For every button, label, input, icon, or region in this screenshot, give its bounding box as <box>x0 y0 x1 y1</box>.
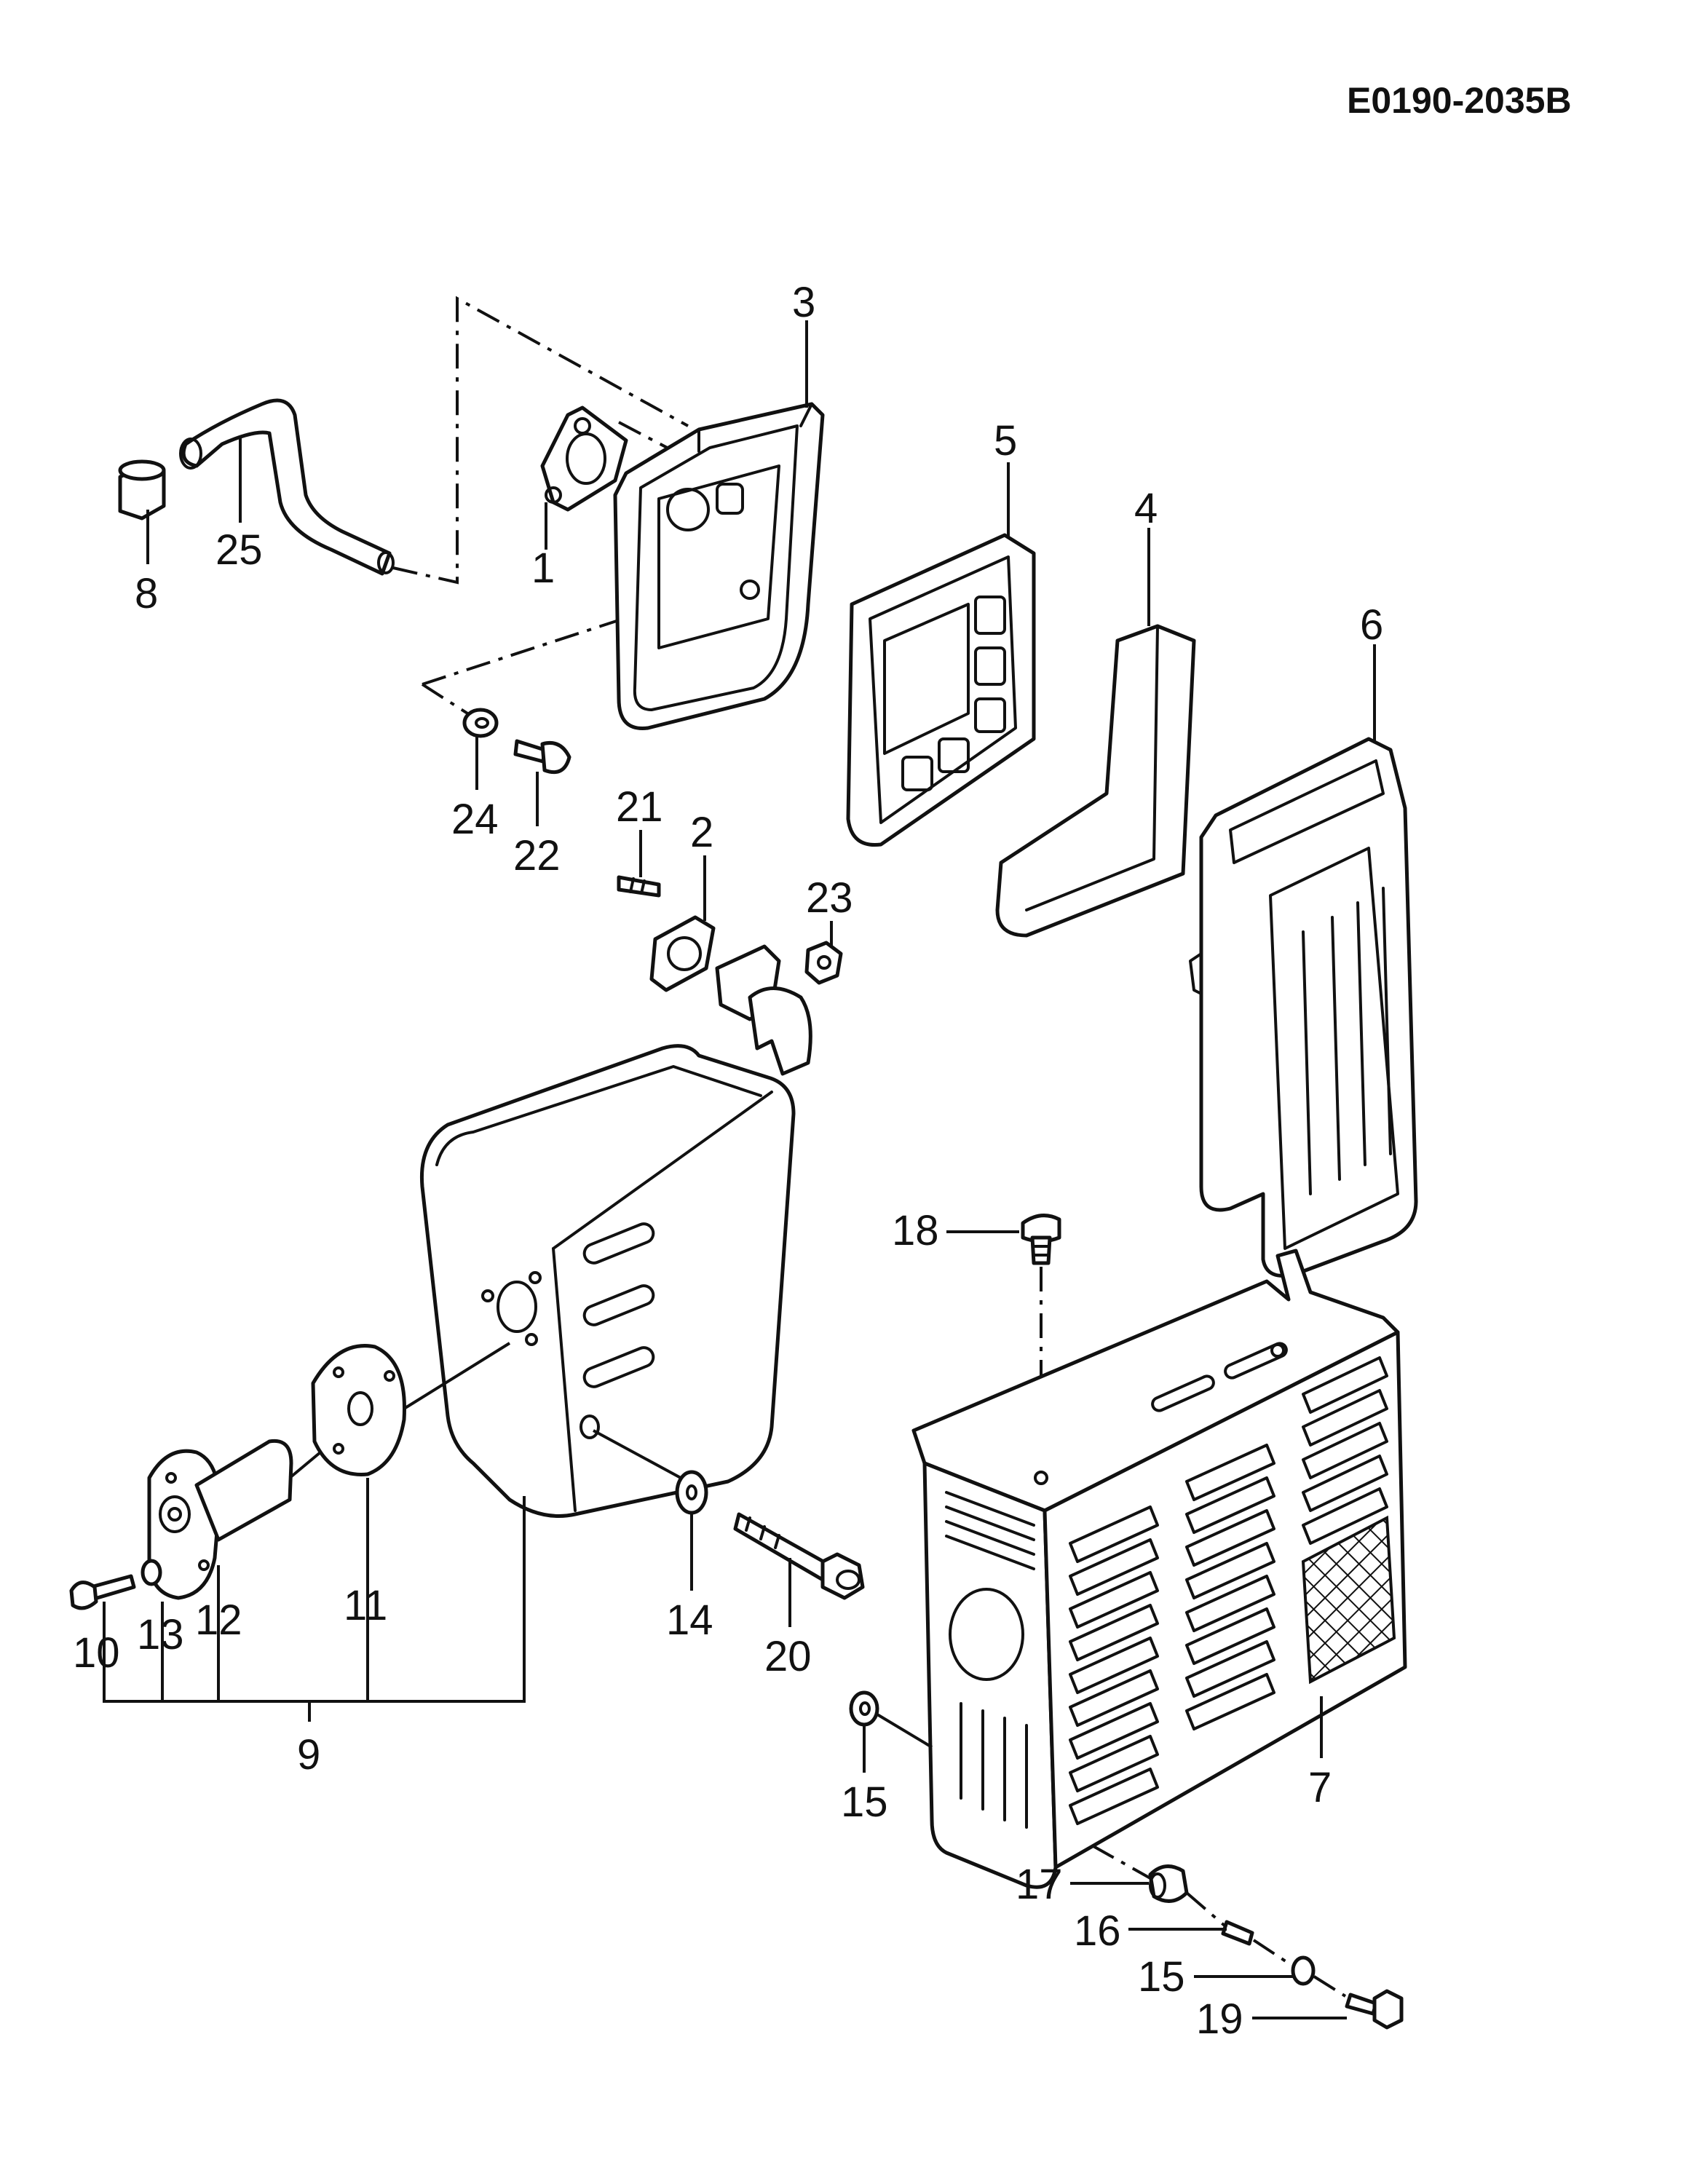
callout-21: 21 <box>616 783 663 831</box>
callout-20: 20 <box>764 1633 812 1680</box>
part-25-pipe <box>179 398 395 576</box>
part-9-muffler <box>419 944 812 1518</box>
alignment-line-pipe <box>392 296 689 585</box>
callout-13: 13 <box>137 1611 184 1658</box>
callout-18: 18 <box>892 1207 939 1254</box>
part-7-cover <box>911 1249 1407 1889</box>
callout-1: 1 <box>531 545 555 592</box>
callout-19: 19 <box>1196 1995 1243 2043</box>
part-8-cap <box>118 459 166 521</box>
part-11-gasket <box>311 1344 406 1476</box>
callout-11: 11 <box>344 1582 387 1629</box>
callout-7: 7 <box>1308 1764 1332 1811</box>
part-21-stud <box>617 875 661 898</box>
part-4-foam <box>995 624 1196 938</box>
callout-9: 9 <box>297 1731 320 1779</box>
part-1-gasket <box>540 405 628 512</box>
callout-2: 2 <box>690 809 713 856</box>
callout-10: 10 <box>73 1629 120 1677</box>
part-24-washer <box>462 708 499 738</box>
bracket-9 <box>103 1478 526 1722</box>
callout-14: 14 <box>666 1597 713 1644</box>
part-19-bolt <box>1345 1989 1404 2030</box>
part-13-washer <box>141 1559 162 1586</box>
callout-23: 23 <box>806 874 853 922</box>
callout-22: 22 <box>513 832 561 879</box>
part-18-bolt <box>1021 1214 1061 1265</box>
callout-15a: 15 <box>841 1779 888 1826</box>
leader-12-11 <box>288 1451 322 1479</box>
callout-16: 16 <box>1074 1907 1121 1955</box>
part-23-nut <box>804 941 843 985</box>
part-2-gasket <box>649 915 716 992</box>
callout-3: 3 <box>792 279 815 326</box>
leader-11-muffler <box>403 1342 511 1410</box>
part-15-washer-left <box>849 1690 879 1727</box>
part-12-outlet-pipe <box>147 1439 293 1600</box>
part-17-grommet <box>1148 1864 1189 1903</box>
part-20-bolt <box>733 1512 865 1600</box>
part-5-element-frame <box>846 533 1036 847</box>
part-3-case <box>613 402 825 730</box>
part-14-washer <box>675 1470 708 1515</box>
part-6-cover <box>1189 737 1418 1278</box>
callout-5: 5 <box>994 417 1017 464</box>
part-10-screw <box>69 1574 136 1610</box>
callout-6: 6 <box>1360 601 1383 649</box>
callout-12: 12 <box>195 1597 242 1644</box>
callout-17: 17 <box>1016 1861 1063 1908</box>
part-16-collar <box>1221 1920 1254 1946</box>
callout-8: 8 <box>135 570 158 617</box>
leader-14-muffler <box>593 1429 681 1479</box>
part-22-bolt <box>513 739 571 775</box>
alignment-line-washer <box>421 683 475 719</box>
part-15-washer-right <box>1291 1955 1316 1986</box>
callout-15b: 15 <box>1138 1953 1185 2001</box>
callout-25: 25 <box>215 526 263 574</box>
leader-15-cover <box>876 1713 933 1749</box>
drawing-code: E0190-2035B <box>1347 80 1572 121</box>
callout-4: 4 <box>1134 485 1158 532</box>
callout-24: 24 <box>451 796 499 843</box>
